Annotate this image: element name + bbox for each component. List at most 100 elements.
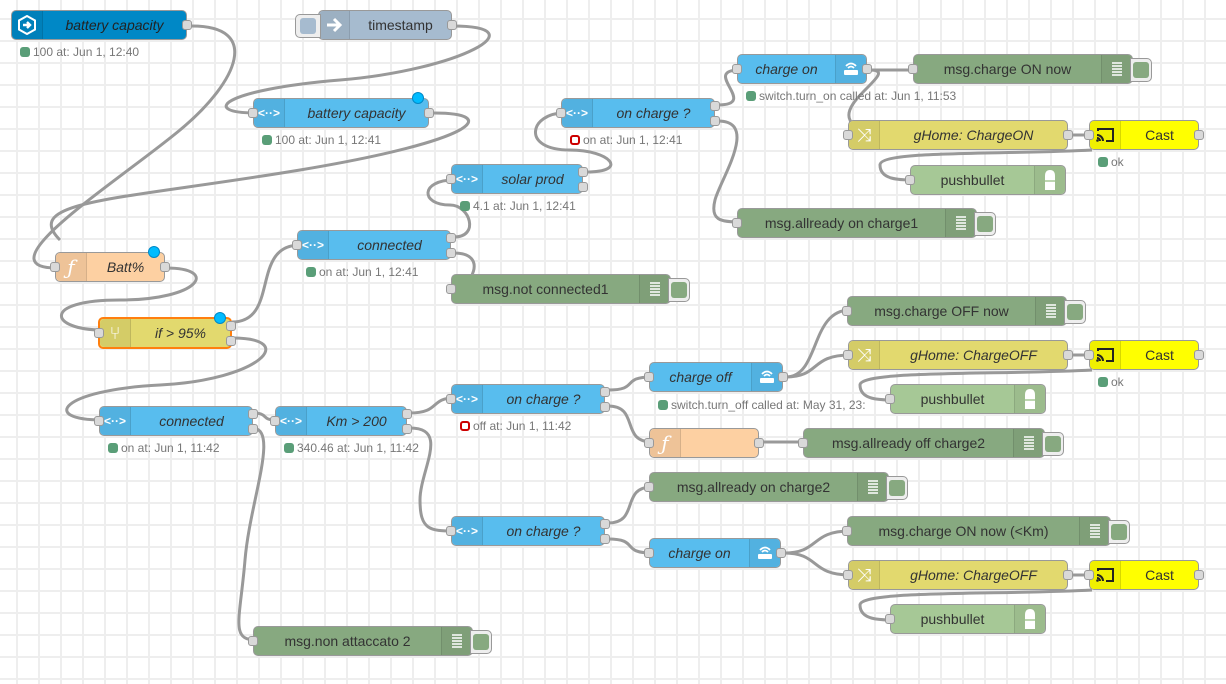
node-msg-charge-on-now-km[interactable]: msg.charge ON now (<Km) <box>842 516 1130 546</box>
output-port-2[interactable] <box>226 336 236 346</box>
output-port[interactable] <box>862 64 872 74</box>
node-ghome-chargeoff-2[interactable]: ⤨ gHome: ChargeOFF <box>843 560 1073 590</box>
node-battery-capacity-trigger[interactable]: battery capacity <box>11 10 192 40</box>
input-port[interactable] <box>644 438 654 448</box>
debug-toggle[interactable] <box>470 630 492 654</box>
input-port[interactable] <box>644 548 654 558</box>
input-port[interactable] <box>798 438 808 448</box>
input-port[interactable] <box>843 350 853 360</box>
node-msg-allready-on-charge1[interactable]: msg.allready on charge1 <box>732 208 996 238</box>
input-port[interactable] <box>843 570 853 580</box>
input-port[interactable] <box>905 175 915 185</box>
output-port[interactable] <box>182 20 192 30</box>
debug-toggle[interactable] <box>1108 520 1130 544</box>
node-charge-on-1[interactable]: charge on <box>732 54 872 84</box>
input-port[interactable] <box>1084 350 1094 360</box>
node-msg-non-attaccato-2[interactable]: msg.non attaccato 2 <box>248 626 492 656</box>
node-ghome-chargeon[interactable]: ⤨ gHome: ChargeON <box>843 120 1073 150</box>
output-port-2[interactable] <box>600 402 610 412</box>
input-port[interactable] <box>842 306 852 316</box>
output-port[interactable] <box>447 20 457 30</box>
output-port-1[interactable] <box>446 233 456 243</box>
debug-toggle[interactable] <box>1130 58 1152 82</box>
node-function-unnamed[interactable]: ƒ <box>644 428 764 458</box>
output-port[interactable] <box>776 548 786 558</box>
output-port-1[interactable] <box>578 167 588 177</box>
node-if-95[interactable]: ⑂ if > 95% <box>94 312 236 349</box>
node-pushbullet-2[interactable]: pushbullet <box>885 384 1046 414</box>
input-port[interactable] <box>908 64 918 74</box>
output-port[interactable] <box>160 262 170 272</box>
output-port[interactable] <box>1063 570 1073 580</box>
input-port[interactable] <box>248 108 258 118</box>
node-charge-on-2[interactable]: charge on <box>644 538 786 568</box>
input-port[interactable] <box>270 416 280 426</box>
debug-toggle[interactable] <box>886 476 908 500</box>
input-port[interactable] <box>248 636 258 646</box>
output-port[interactable] <box>778 372 788 382</box>
node-connected-1[interactable]: <··> connected <box>292 230 456 260</box>
output-port-1[interactable] <box>402 409 412 419</box>
output-port-1[interactable] <box>600 387 610 397</box>
output-port-2[interactable] <box>578 182 588 192</box>
debug-toggle[interactable] <box>668 278 690 302</box>
output-port-1[interactable] <box>600 519 610 529</box>
output-port[interactable] <box>1194 570 1204 580</box>
node-msg-allready-on-charge2[interactable]: msg.allready on charge2 <box>644 472 908 502</box>
input-port[interactable] <box>94 328 104 338</box>
output-port[interactable] <box>1194 130 1204 140</box>
node-on-charge-2[interactable]: <··> on charge ? <box>446 384 610 414</box>
node-msg-not-connected1[interactable]: msg.not connected1 <box>446 274 690 304</box>
node-msg-charge-on-now[interactable]: msg.charge ON now <box>908 54 1152 84</box>
output-port-2[interactable] <box>402 424 412 434</box>
input-port[interactable] <box>885 614 895 624</box>
output-port-2[interactable] <box>446 248 456 258</box>
input-port[interactable] <box>94 416 104 426</box>
output-port-1[interactable] <box>248 409 258 419</box>
debug-toggle[interactable] <box>1064 300 1086 324</box>
output-port-1[interactable] <box>226 321 236 331</box>
node-msg-allready-off-charge2[interactable]: msg.allready off charge2 <box>798 428 1064 458</box>
node-charge-off[interactable]: charge off <box>644 362 788 392</box>
input-port[interactable] <box>556 108 566 118</box>
output-port[interactable] <box>1063 350 1073 360</box>
input-port[interactable] <box>644 372 654 382</box>
input-port[interactable] <box>732 218 742 228</box>
inject-button[interactable] <box>295 14 321 38</box>
node-cast-2[interactable]: Cast <box>1084 340 1204 370</box>
node-connected-2[interactable]: <··> connected <box>94 406 258 436</box>
node-km-200[interactable]: <··> Km > 200 <box>270 406 412 436</box>
input-port[interactable] <box>644 482 654 492</box>
output-port[interactable] <box>754 438 764 448</box>
debug-toggle[interactable] <box>1042 432 1064 456</box>
node-cast-3[interactable]: Cast <box>1084 560 1204 590</box>
output-port[interactable] <box>1063 130 1073 140</box>
node-on-charge-1[interactable]: <··> on charge ? <box>556 98 720 128</box>
input-port[interactable] <box>1084 130 1094 140</box>
input-port[interactable] <box>50 262 60 272</box>
input-port[interactable] <box>732 64 742 74</box>
node-solar-prod[interactable]: <··> solar prod <box>446 164 588 194</box>
node-msg-charge-off-now[interactable]: msg.charge OFF now <box>842 296 1086 326</box>
input-port[interactable] <box>1084 570 1094 580</box>
output-port[interactable] <box>424 108 434 118</box>
node-batt-pct[interactable]: ƒ Batt% <box>50 246 170 282</box>
input-port[interactable] <box>885 394 895 404</box>
node-ghome-chargeoff-1[interactable]: ⤨ gHome: ChargeOFF <box>843 340 1073 370</box>
output-port-2[interactable] <box>710 116 720 126</box>
node-cast-1[interactable]: Cast <box>1084 120 1204 150</box>
input-port[interactable] <box>446 526 456 536</box>
input-port[interactable] <box>446 284 456 294</box>
input-port[interactable] <box>446 394 456 404</box>
node-on-charge-3[interactable]: <··> on charge ? <box>446 516 610 546</box>
output-port[interactable] <box>1194 350 1204 360</box>
input-port[interactable] <box>842 526 852 536</box>
output-port-2[interactable] <box>600 534 610 544</box>
input-port[interactable] <box>446 174 456 184</box>
input-port[interactable] <box>292 240 302 250</box>
output-port-1[interactable] <box>710 101 720 111</box>
debug-toggle[interactable] <box>974 212 996 236</box>
input-port[interactable] <box>843 130 853 140</box>
node-battery-capacity[interactable]: <··> battery capacity <box>248 92 434 128</box>
output-port-2[interactable] <box>248 424 258 434</box>
